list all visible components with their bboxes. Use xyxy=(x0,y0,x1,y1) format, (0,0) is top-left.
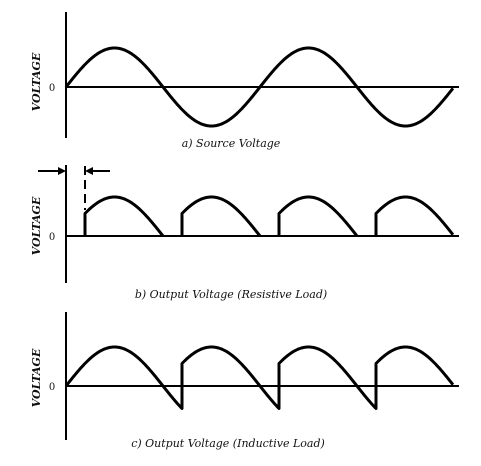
panel-a-caption: a) Source Voltage xyxy=(182,137,281,150)
inductive-output-waveform xyxy=(64,345,455,410)
panel-c-ylabel: VOLTAGE xyxy=(30,348,43,407)
panel-a-zero-label: 0 xyxy=(49,83,55,94)
firing-delay-indicator xyxy=(38,166,110,210)
source-voltage-waveform xyxy=(64,46,455,128)
panel-resistive-load: VOLTAGE 0 b) Output Voltage (Resistive L… xyxy=(30,165,459,301)
panel-c-zero-label: 0 xyxy=(49,382,55,393)
panel-inductive-load: VOLTAGE 0 c) Output Voltage (Inductive L… xyxy=(30,312,459,450)
panel-c-caption: c) Output Voltage (Inductive Load) xyxy=(131,437,325,450)
firing-delay-right-arrowhead xyxy=(85,167,93,175)
panel-b-ylabel: VOLTAGE xyxy=(30,196,43,255)
panel-source-voltage: VOLTAGE 0 a) Source Voltage xyxy=(30,12,459,150)
panel-b-caption: b) Output Voltage (Resistive Load) xyxy=(135,288,327,301)
firing-delay-left-arrowhead xyxy=(58,167,66,175)
panel-b-zero-label: 0 xyxy=(49,232,55,243)
resistive-output-waveform xyxy=(83,195,455,237)
panel-a-ylabel: VOLTAGE xyxy=(30,52,43,111)
